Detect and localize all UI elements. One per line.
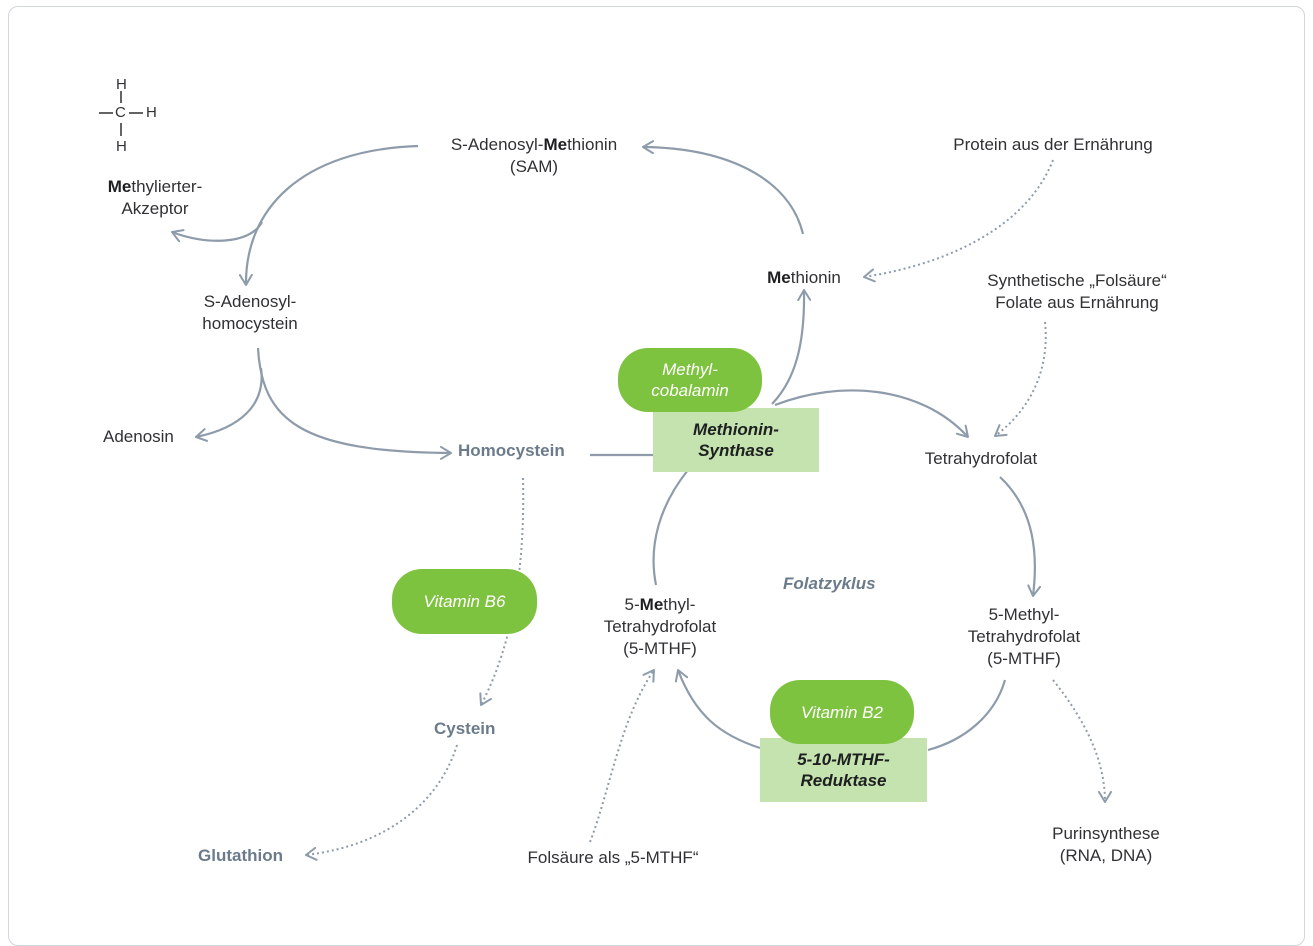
vitamin-b6-pill: Vitamin B6	[392, 569, 537, 634]
dotted-cystein-to-glutathion	[305, 744, 458, 861]
methionin-synthase-box: Methionin-Synthase	[653, 408, 819, 472]
dotted-folsaeure-to-mthf	[589, 669, 655, 843]
line-mthf-to-synthase	[652, 469, 689, 586]
arrow-sam-to-sah	[238, 144, 419, 286]
arrow-methionin-to-sam	[642, 140, 805, 235]
arrow-to-adenosin	[195, 367, 263, 442]
methyl-h-right: H	[146, 104, 157, 121]
synthetic-folate-label: Synthetische „Folsäure“ Folate aus Ernäh…	[987, 271, 1167, 312]
arrow-to-methylated-acceptor	[171, 221, 263, 243]
folatzyklus-label: Folatzyklus	[783, 574, 876, 593]
line-mthf-to-reductase	[927, 679, 1007, 752]
mthf-left-label: 5-Methyl- Tetrahydrofolat (5-MTHF)	[603, 595, 717, 658]
mthf-reduktase-box: 5-10-MTHF-Reduktase	[760, 738, 927, 802]
purinsynthese-label: Purinsynthese (RNA, DNA)	[1052, 824, 1160, 865]
dotted-synthetic-to-thf	[994, 321, 1047, 437]
methyl-carbon: C	[115, 104, 126, 121]
homocystein-label: Homocystein	[458, 441, 565, 460]
cystein-label: Cystein	[434, 719, 496, 738]
adenosin-label: Adenosin	[103, 427, 174, 446]
dotted-protein-to-methionin	[863, 159, 1054, 283]
methyl-h-top: H	[116, 76, 127, 93]
arrow-synthase-to-thf	[774, 389, 969, 438]
arrow-sah-to-homocystein	[256, 347, 452, 460]
arrow-reductase-to-mthf	[674, 669, 761, 750]
methylcobalamin-pill: Methyl-cobalamin	[618, 348, 762, 412]
thf-label: Tetrahydrofolat	[924, 449, 1038, 468]
sah-label: S-Adenosyl- homocystein	[202, 292, 298, 333]
methyl-h-bottom: H	[116, 138, 127, 155]
methyl-group-bonds	[99, 91, 143, 136]
vitamin-b2-pill: Vitamin B2	[770, 680, 914, 744]
methionin-label: Methionin	[767, 268, 841, 287]
methylated-acceptor-label: Methylierter- Akzeptor	[107, 177, 203, 218]
mthf-right-label: 5-Methyl- Tetrahydrofolat (5-MTHF)	[967, 605, 1081, 668]
arrow-thf-to-mthf	[999, 476, 1042, 597]
arrow-synthase-to-methionin	[771, 289, 812, 405]
dotted-mthf-to-purin	[1052, 679, 1112, 803]
folsaeure-label: Folsäure als „5-MTHF“	[527, 848, 699, 867]
glutathion-label: Glutathion	[198, 846, 283, 865]
protein-label: Protein aus der Ernährung	[953, 135, 1153, 154]
sam-label: S-Adenosyl-Methionin (SAM)	[450, 135, 618, 176]
